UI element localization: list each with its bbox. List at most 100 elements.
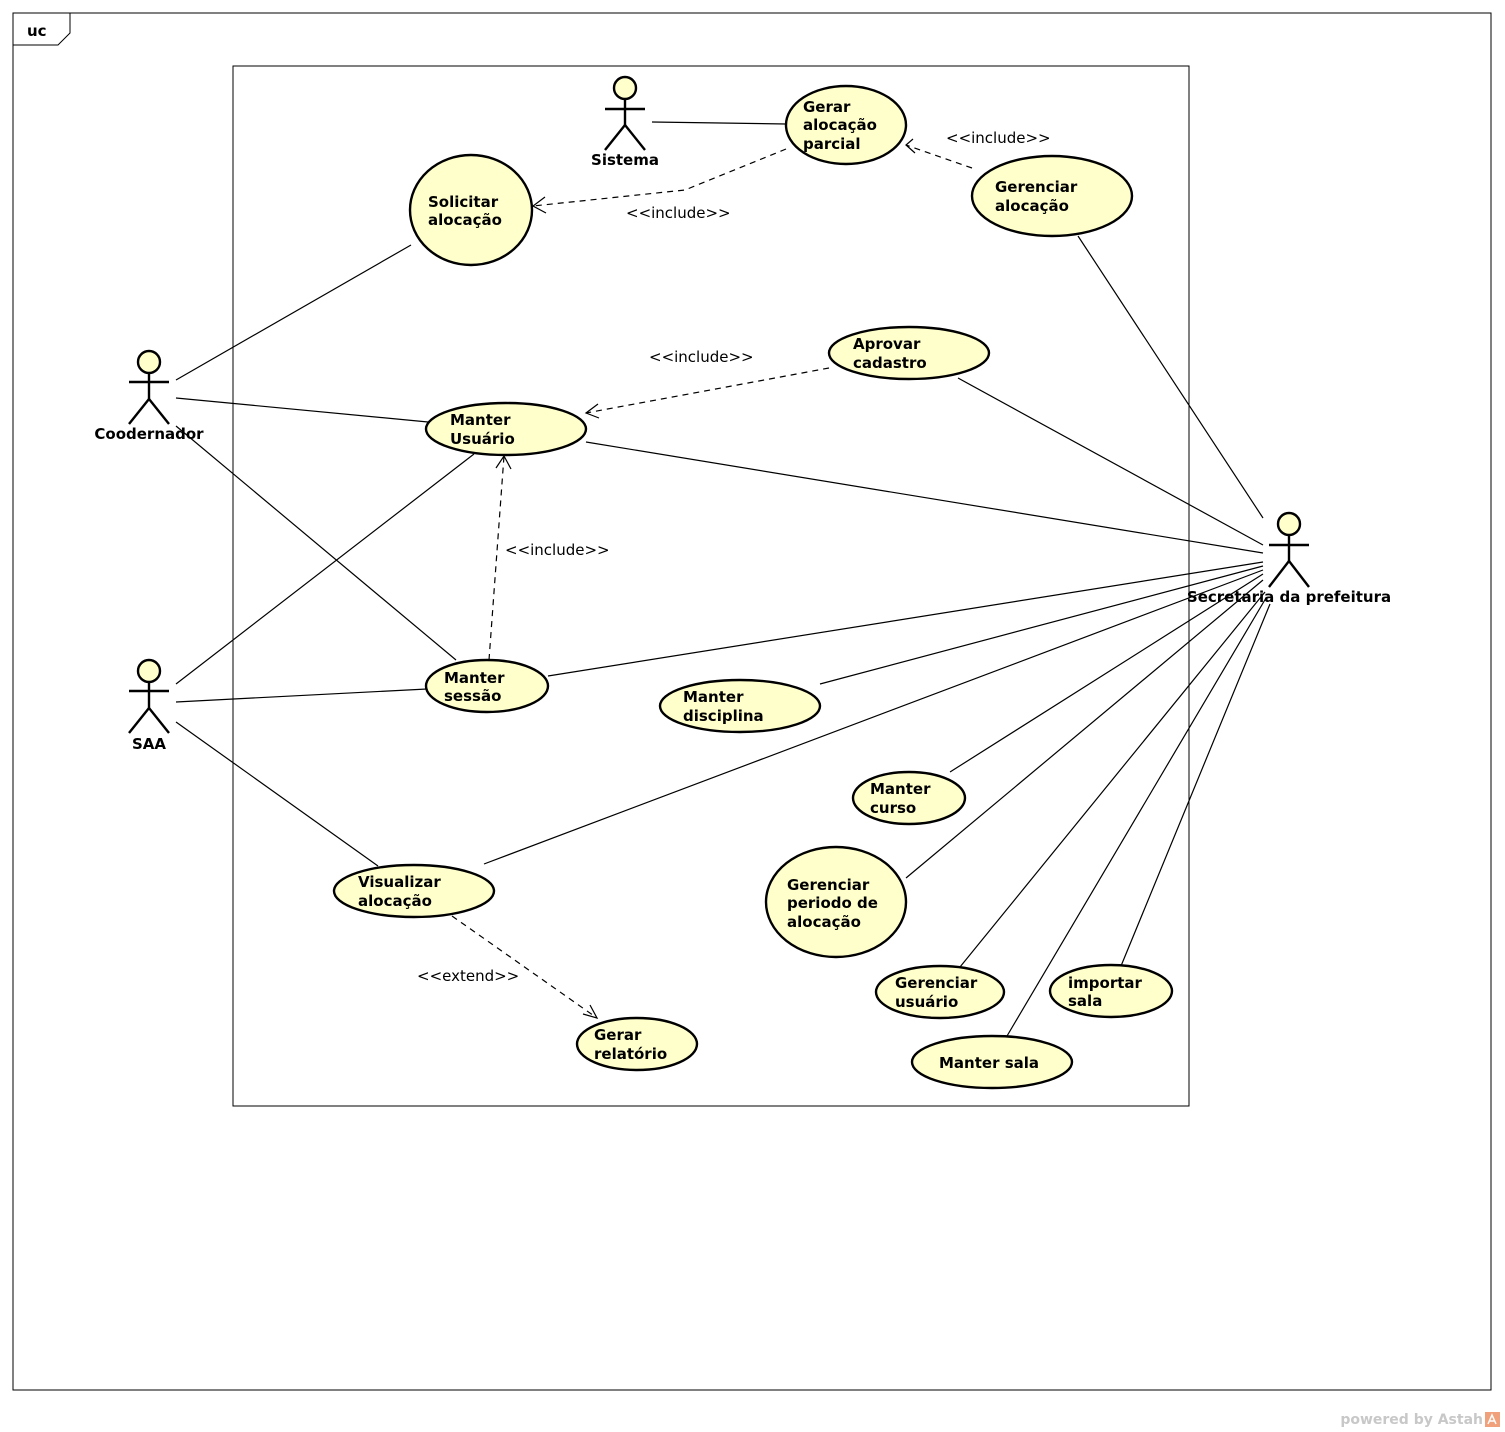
actor-leg-left (128, 398, 150, 425)
usecase-ellipse (332, 863, 496, 919)
actor-leg-right (1288, 560, 1310, 588)
usecase-ellipse (658, 678, 822, 734)
actor-head-icon (1276, 511, 1302, 537)
actor-secretaria-da-prefeitura[interactable]: Secretaria da prefeitura (1187, 511, 1391, 606)
assoc-coodernador-manter-usuario[interactable] (175, 397, 429, 423)
usecase-label: Gerenciar periodo de alocação (787, 876, 883, 931)
frame-label: uc (27, 22, 47, 40)
usecase-ellipse (1048, 963, 1174, 1019)
assoc-secretaria-gerenciar-periodo[interactable] (905, 579, 1264, 879)
usecase-label: Gerenciar alocação (995, 178, 1083, 215)
usecase-label: Manter Usuário (450, 411, 516, 448)
actor-coodernador[interactable]: Coodernador (94, 349, 204, 443)
usecase-ellipse (424, 658, 550, 714)
powered-by-label: powered by Astah (1340, 1412, 1483, 1428)
usecase-visualizar-alocacao[interactable]: Visualizar alocação (332, 863, 496, 919)
assoc-saa-manter-sessao[interactable] (175, 688, 428, 703)
actor-label: Coodernador (94, 425, 204, 443)
arrowhead-relatorio (582, 1004, 599, 1019)
usecase-label: Gerenciar usuário (895, 974, 983, 1011)
include-label-solicitar: <<include>> (626, 204, 731, 222)
assoc-sistema-gerar-alocacao-parcial[interactable] (651, 121, 787, 125)
usecase-label: Manter disciplina (683, 688, 764, 725)
usecase-ellipse (874, 964, 1006, 1020)
dep-visualizar-to-relatorio[interactable] (451, 915, 598, 1019)
assoc-secretaria-gerenciar-usuario[interactable] (959, 591, 1266, 968)
astah-logo-icon (1485, 1412, 1500, 1427)
usecase-manter-sala[interactable]: Manter sala (910, 1034, 1074, 1090)
usecase-label: Manter curso (870, 780, 936, 817)
actor-sistema[interactable]: Sistema (591, 75, 659, 169)
actor-leg-right (148, 398, 170, 425)
include-label-gerar-parcial: <<include>> (946, 129, 1051, 147)
usecase-ellipse (424, 401, 588, 457)
arrowhead-manter-usuario-1 (584, 403, 600, 419)
actor-label: SAA (132, 735, 166, 753)
usecase-ellipse (910, 1034, 1074, 1090)
dep-aprovar-to-manter-usuario[interactable] (585, 367, 830, 414)
include-label-sessao: <<include>> (505, 541, 610, 559)
usecase-gerenciar-usuario[interactable]: Gerenciar usuário (874, 964, 1006, 1020)
assoc-secretaria-aprovar-cadastro[interactable] (957, 377, 1264, 546)
include-label-aprovar: <<include>> (649, 348, 754, 366)
extend-label-relatorio: <<extend>> (417, 967, 519, 985)
usecase-ellipse (408, 153, 534, 267)
actor-leg-left (1268, 560, 1290, 588)
actor-leg-left (604, 124, 626, 151)
usecase-ellipse (784, 84, 908, 166)
usecase-label: Manter sessão (444, 669, 510, 705)
actor-head-icon (612, 75, 638, 101)
actor-leg-right (624, 124, 646, 151)
dep-gerenciar-to-gerar-parcial[interactable] (905, 144, 973, 169)
usecase-ellipse (575, 1016, 699, 1072)
usecase-aprovar-cadastro[interactable]: Aprovar cadastro (827, 325, 991, 381)
actor-head-icon (136, 349, 162, 375)
usecase-manter-disciplina[interactable]: Manter disciplina (658, 678, 822, 734)
usecase-gerenciar-alocacao[interactable]: Gerenciar alocação (970, 154, 1134, 238)
usecase-gerar-relatorio[interactable]: Gerar relatório (575, 1016, 699, 1072)
usecase-ellipse (970, 154, 1134, 238)
assoc-coodernador-manter-sessao[interactable] (175, 425, 457, 661)
associations (175, 121, 1271, 1037)
actor-label: Sistema (591, 151, 659, 169)
usecase-manter-sessao[interactable]: Manter sessão (424, 658, 550, 714)
dep-sessao-to-manter-usuario[interactable] (488, 455, 505, 661)
actor-head-icon (136, 658, 162, 684)
actor-leg-right (148, 707, 170, 734)
outer-frame (12, 12, 1492, 1391)
assoc-secretaria-manter-disciplina[interactable] (819, 565, 1264, 685)
assoc-secretaria-gerenciar-alocacao[interactable] (1077, 235, 1264, 519)
assoc-secretaria-importar-sala[interactable] (1120, 603, 1271, 967)
assoc-secretaria-visualizar-alocacao[interactable] (483, 569, 1264, 865)
usecase-gerar-alocacao-parcial[interactable]: Gerar alocação parcial (784, 84, 908, 166)
astah-logo-square (1485, 1412, 1500, 1427)
actor-label: Secretaria da prefeitura (1187, 588, 1391, 606)
actor-saa[interactable]: SAA (128, 658, 170, 753)
dep-gerar-parcial-to-solicitar[interactable] (532, 148, 787, 207)
frame-tab (13, 12, 71, 46)
usecase-label: importar sala (1068, 974, 1147, 1010)
usecase-importar-sala[interactable]: importar sala (1048, 963, 1174, 1019)
usecase-ellipse (827, 325, 991, 381)
usecase-label: Gerar alocação parcial (803, 98, 882, 153)
arrowhead-gerar-parcial (905, 138, 916, 154)
usecase-gerenciar-periodo-alocacao[interactable]: Gerenciar periodo de alocação (764, 845, 908, 959)
astah-logo-glyph (1487, 1413, 1497, 1425)
usecase-label: Manter sala (939, 1054, 1039, 1072)
usecase-manter-usuario[interactable]: Manter Usuário (424, 401, 588, 457)
usecase-label: Gerar relatório (594, 1026, 667, 1063)
assoc-secretaria-manter-sessao[interactable] (547, 561, 1264, 677)
assoc-secretaria-manter-curso[interactable] (949, 573, 1264, 773)
assoc-secretaria-manter-sala[interactable] (1006, 597, 1267, 1037)
usecase-label: Solicitar alocação (428, 193, 503, 229)
actor-leg-left (128, 707, 150, 734)
assoc-secretaria-manter-usuario[interactable] (585, 441, 1264, 554)
assoc-saa-manter-usuario[interactable] (175, 453, 475, 685)
usecase-ellipse (764, 845, 908, 959)
assoc-saa-visualizar-alocacao[interactable] (175, 721, 379, 867)
usecase-solicitar-alocacao[interactable]: Solicitar alocação (408, 153, 534, 267)
assoc-coodernador-solicitar-alocacao[interactable] (175, 244, 412, 381)
usecase-manter-curso[interactable]: Manter curso (851, 770, 967, 826)
usecase-label: Visualizar alocação (358, 873, 446, 910)
